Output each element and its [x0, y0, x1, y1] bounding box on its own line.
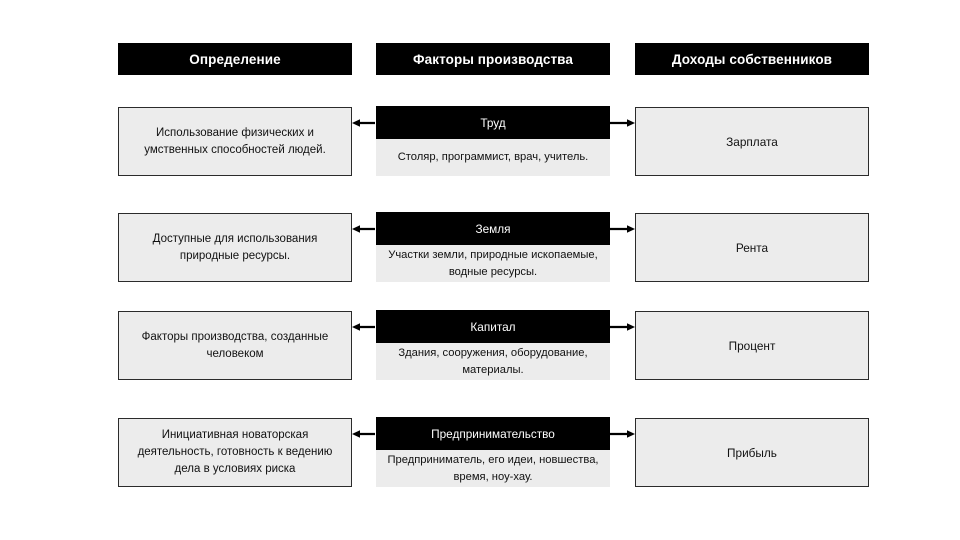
arrow-left-3	[352, 321, 376, 333]
factor-examples-3: Здания, сооружения, оборудование, матери…	[376, 343, 610, 380]
factor-title-1: Труд	[376, 106, 610, 139]
arrow-right-2	[610, 223, 635, 235]
arrow-left-2	[352, 223, 376, 235]
arrow-right-3	[610, 321, 635, 333]
factor-title-4: Предпринимательство	[376, 417, 610, 450]
income-box-4: Прибыль	[635, 418, 869, 487]
income-box-3: Процент	[635, 311, 869, 380]
header-income: Доходы собственников	[635, 43, 869, 75]
definition-box-2: Доступные для использования природные ре…	[118, 213, 352, 282]
definition-box-1: Использование физических и умственных сп…	[118, 107, 352, 176]
header-definition: Определение	[118, 43, 352, 75]
definition-box-3: Факторы производства, созданные человеко…	[118, 311, 352, 380]
arrow-right-4	[610, 428, 635, 440]
definition-box-4: Инициативная новаторская деятельность, г…	[118, 418, 352, 487]
factor-title-2: Земля	[376, 212, 610, 245]
arrow-left-1	[352, 117, 376, 129]
income-box-1: Зарплата	[635, 107, 869, 176]
arrow-right-1	[610, 117, 635, 129]
arrow-left-4	[352, 428, 376, 440]
factor-group-4: Предпринимательство Предприниматель, его…	[376, 417, 610, 487]
header-factors: Факторы производства	[376, 43, 610, 75]
factor-group-1: Труд Столяр, программист, врач, учитель.	[376, 106, 610, 176]
factor-group-3: Капитал Здания, сооружения, оборудование…	[376, 310, 610, 380]
factor-examples-1: Столяр, программист, врач, учитель.	[376, 139, 610, 176]
income-box-2: Рента	[635, 213, 869, 282]
factor-examples-4: Предприниматель, его идеи, новшества, вр…	[376, 450, 610, 487]
factor-title-3: Капитал	[376, 310, 610, 343]
factor-examples-2: Участки земли, природные ископаемые, вод…	[376, 245, 610, 282]
factor-group-2: Земля Участки земли, природные ископаемы…	[376, 212, 610, 282]
